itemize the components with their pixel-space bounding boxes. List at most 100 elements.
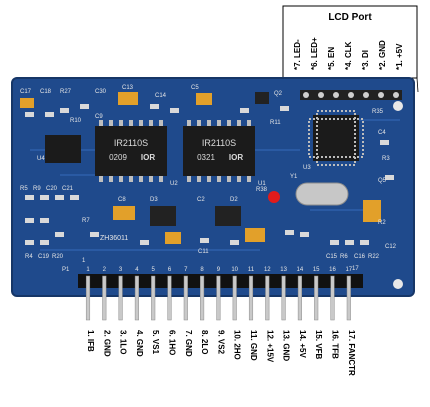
chip-leg <box>237 120 241 126</box>
pin-name: VS2 <box>216 339 225 355</box>
silk-label: C19 <box>38 254 50 260</box>
smd-part <box>40 240 49 245</box>
lcd-pin-name: EN <box>327 47 336 58</box>
pin-label: 6. 1HO <box>168 330 177 355</box>
pin-row-number: 2 <box>103 267 107 273</box>
chip-leg <box>227 176 231 182</box>
header-pin <box>216 275 221 321</box>
header-pin <box>297 275 302 321</box>
pin-row-number: 8 <box>200 267 204 273</box>
header-pin <box>346 275 351 321</box>
chip-leg <box>247 176 251 182</box>
lcd-pin-number: *6. <box>310 58 319 70</box>
pin-name: GND <box>184 339 193 357</box>
smd-part <box>240 108 249 113</box>
pin-label: 5. VS1 <box>151 330 160 355</box>
lcd-pin-label: *7. LED- <box>293 39 302 70</box>
lcd-pin-name: LED+ <box>310 37 319 58</box>
silk-label: Q5 <box>378 178 387 184</box>
chip-leg <box>217 120 221 126</box>
smd-part <box>55 232 64 237</box>
chip-leg <box>187 120 191 126</box>
silk-label: C21 <box>62 186 74 192</box>
header-pin <box>330 275 335 321</box>
silk-label: C17 <box>20 89 32 95</box>
silk-label: D2 <box>230 197 238 203</box>
pin-row-number: 7 <box>184 267 188 273</box>
smd-part <box>300 232 309 237</box>
lcd-pin-name: LED- <box>293 39 302 58</box>
chip-leg <box>237 176 241 182</box>
smd-part <box>40 195 49 200</box>
lcd-pin-label: *3. DI <box>361 50 370 70</box>
chip-right-part: IR2110S <box>202 138 236 148</box>
pin-label: 12. +15V <box>265 330 274 363</box>
pin-number: 8. <box>200 330 209 339</box>
chip-right-logo: IOR <box>229 153 243 162</box>
pin-number: 17. <box>347 330 356 343</box>
silk-label: C8 <box>118 197 126 203</box>
lcd-pin-number: *2. <box>378 58 387 70</box>
pin-name: FANCTR <box>347 343 356 376</box>
red-led <box>268 191 280 203</box>
chip-left-date: 0209 <box>109 153 127 162</box>
smd-part <box>170 108 179 113</box>
silk-label: U2 <box>170 181 178 187</box>
header-pin <box>248 275 254 321</box>
smd-part <box>90 232 99 237</box>
silk-label: R20 <box>52 254 64 260</box>
crystal-oscillator <box>295 182 349 206</box>
pin-label: 11. GND <box>249 330 258 361</box>
pin-row-number: 17 <box>345 267 352 273</box>
silk-label: U1 <box>258 181 266 187</box>
smd-part <box>25 218 34 223</box>
silk-label: R27 <box>60 89 72 95</box>
pin-number: 16. <box>331 330 340 343</box>
chip-leg <box>149 176 153 182</box>
lcd-header-pin <box>303 92 309 98</box>
pin-name: 2HO <box>233 343 242 359</box>
pin-name: TFB <box>331 343 340 359</box>
pin-row-number: 3 <box>119 267 123 273</box>
smd-part <box>70 195 79 200</box>
gate-driver-chip-right: IR2110S 0321 IOR <box>183 120 255 182</box>
lcd-header-pin <box>393 92 399 98</box>
silk-label: C18 <box>40 89 52 95</box>
lcd-header-pin <box>363 92 369 98</box>
pin-row-number: 16 <box>329 267 336 273</box>
silk-label: R6 <box>340 254 348 260</box>
pin-label: 15. VFB <box>314 330 323 360</box>
smd-part <box>40 218 49 223</box>
transistor <box>255 92 269 104</box>
pin-label: 13. GND <box>282 330 291 361</box>
silk-label: R5 <box>20 186 28 192</box>
lcd-pin-number: *4. <box>344 58 353 70</box>
pin-name: 1LO <box>119 339 128 355</box>
pin-name: GND <box>102 339 111 357</box>
silk-label: C15 <box>326 254 338 260</box>
silkscreen-labels: C17 C18 R27 C30 C13 C14 C5 Q2 R10 C9 R35… <box>20 85 397 273</box>
capacitor <box>118 92 138 105</box>
pin-name: 2LO <box>200 339 209 355</box>
lcd-header <box>300 90 402 100</box>
pin-label: 10. 2HO <box>233 330 242 360</box>
smd-part <box>280 106 289 111</box>
smd-part <box>385 175 394 180</box>
chip-leg <box>139 176 143 182</box>
pin-number: 1. <box>86 330 95 339</box>
header-pin <box>151 275 156 321</box>
smd-part <box>380 140 389 145</box>
lcd-leader-line <box>416 77 419 93</box>
chip-leg <box>99 120 103 126</box>
silk-label: C4 <box>378 130 386 136</box>
pin-row-number: 11 <box>248 267 255 273</box>
pin-row-number: 1 <box>86 267 90 273</box>
pin-number: 11. <box>249 330 258 343</box>
pin-name: GND <box>135 339 144 357</box>
microcontroller-chip <box>308 110 364 166</box>
smd-part <box>140 240 149 245</box>
header-pin <box>200 275 205 321</box>
capacitor <box>113 206 135 220</box>
silk-label: P1 <box>62 267 70 273</box>
